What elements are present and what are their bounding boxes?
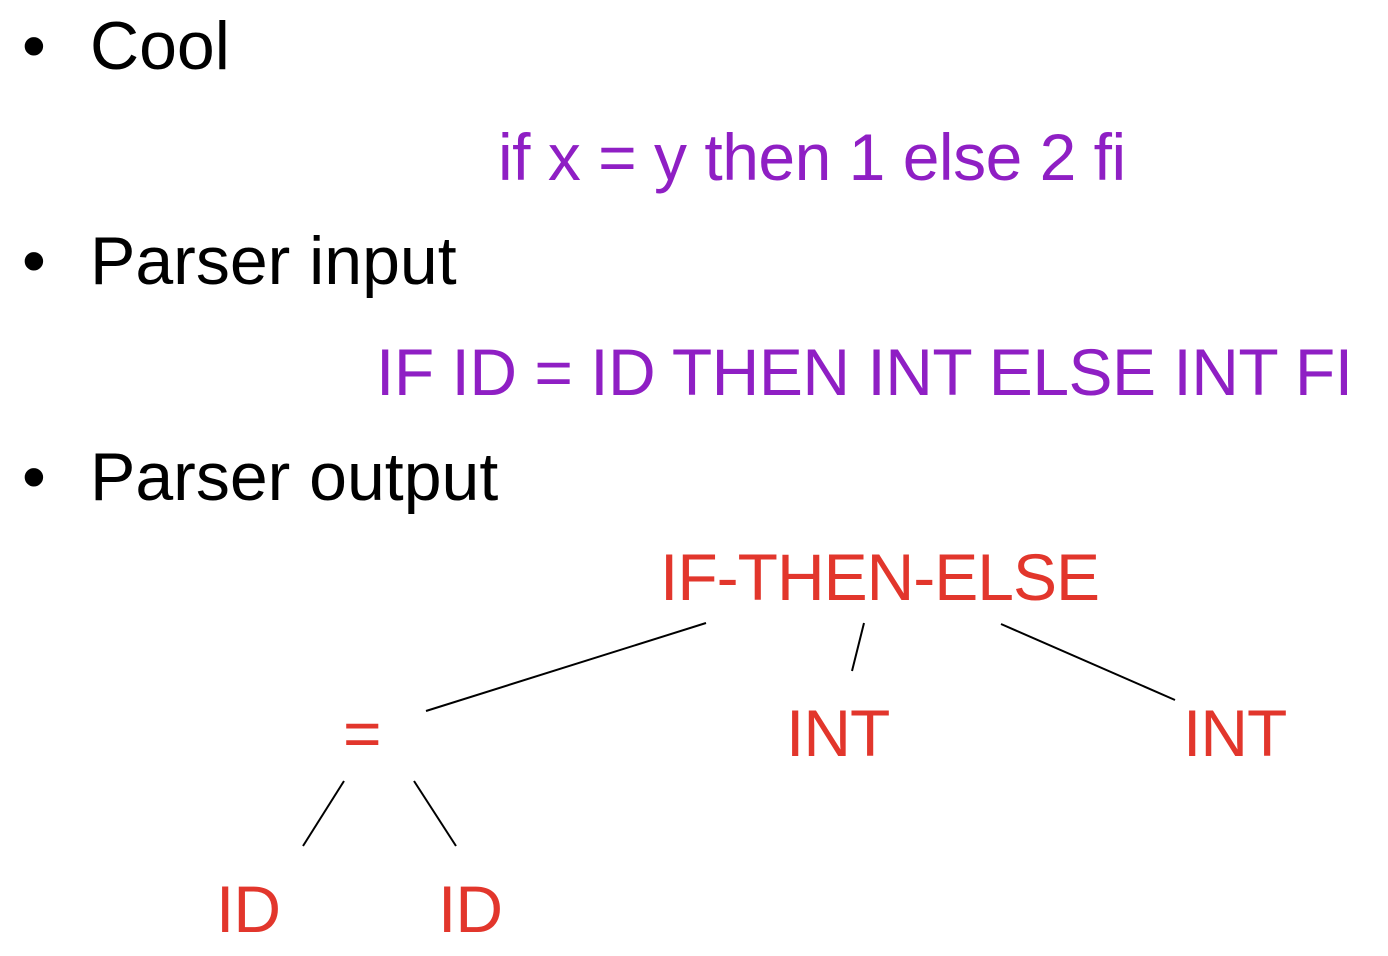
tree-node-int-then: INT xyxy=(786,696,890,770)
tree-node-int-else: INT xyxy=(1183,696,1287,770)
tree-node-id-right: ID xyxy=(438,872,503,946)
bullet-parser-input: • Parser input xyxy=(0,227,457,295)
bullet-label-parser-input: Parser input xyxy=(90,223,457,299)
edge-root-int-else xyxy=(1000,623,1176,701)
bullet-marker: • xyxy=(22,223,46,299)
bullet-marker: • xyxy=(22,8,46,84)
token-stream-line: IF ID = ID THEN INT ELSE INT FI xyxy=(376,335,1353,409)
bullet-label-parser-output: Parser output xyxy=(90,439,499,515)
bullet-parser-output: • Parser output xyxy=(0,443,498,511)
tree-node-eq: = xyxy=(343,696,382,770)
tree-node-id-left: ID xyxy=(216,872,281,946)
source-code-line: if x = y then 1 else 2 fi xyxy=(498,120,1126,194)
edge-root-eq xyxy=(425,622,707,712)
edge-root-int-then xyxy=(851,622,865,672)
tree-node-root: IF-THEN-ELSE xyxy=(660,540,1100,614)
bullet-cool: • Cool xyxy=(0,12,230,80)
bullet-marker: • xyxy=(22,439,46,515)
edge-eq-id-right xyxy=(413,780,457,847)
edge-eq-id-left xyxy=(302,780,345,847)
bullet-label-cool: Cool xyxy=(90,8,230,84)
